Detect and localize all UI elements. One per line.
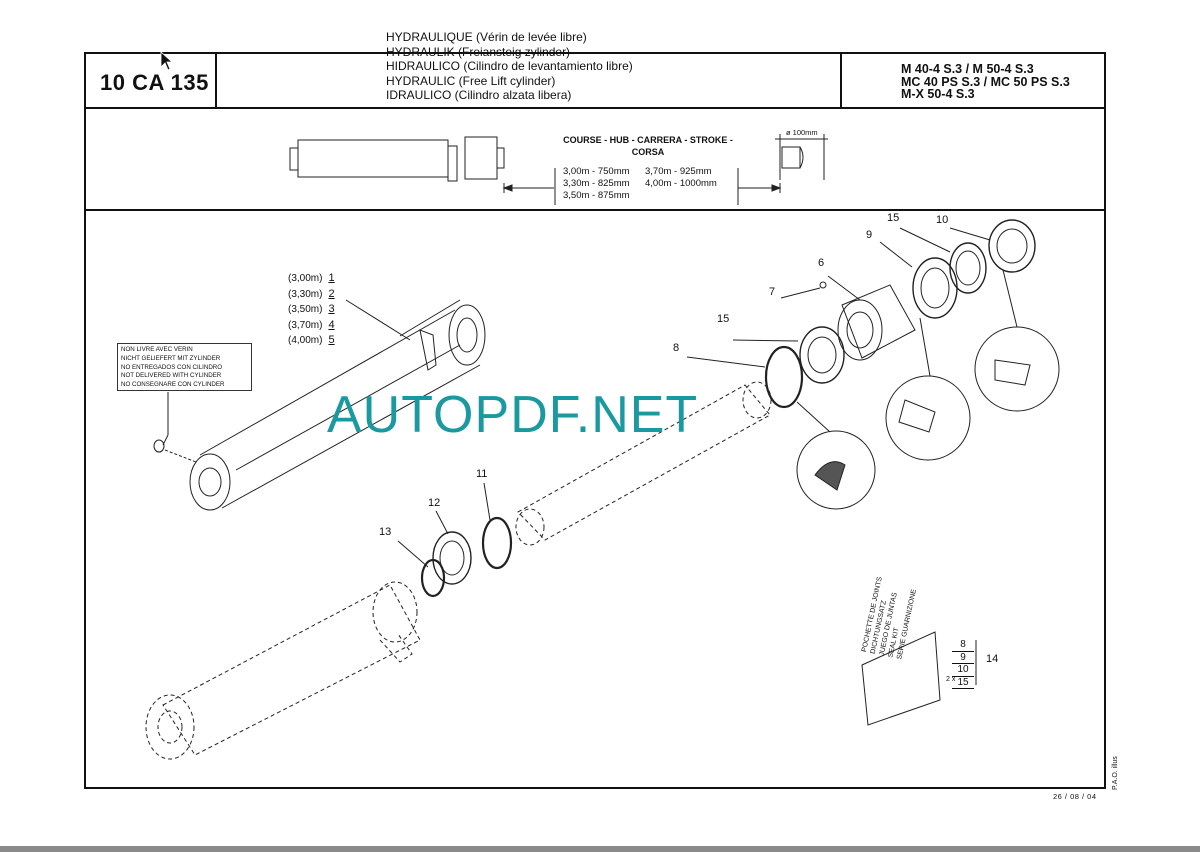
leader-lines: [345, 227, 991, 568]
part-number: 15: [887, 212, 900, 224]
part-number: 12: [428, 497, 441, 509]
note-line: NICHT GELIEFERT MIT ZYLINDER: [121, 354, 221, 362]
part-number: 6: [818, 257, 825, 269]
note-line: NO CONSEGNARE CON CYLINDER: [121, 381, 225, 389]
length-label: (3,70m): [288, 319, 323, 331]
stroke-title: COURSE - HUB - CARRERA - STROKE - CORSA: [563, 135, 733, 157]
part-number: 7: [769, 286, 776, 298]
viewer-bottom-bar: [0, 846, 1200, 852]
title-fr: HYDRAULIQUE (Vérin de levée libre): [386, 30, 587, 44]
part-number: 9: [866, 229, 873, 241]
stroke-value: 4,00m - 1000mm: [645, 178, 717, 189]
diameter-label: ø 100mm: [786, 128, 818, 137]
note-line: NON LIVRE AVEC VERIN: [121, 346, 193, 353]
kit-ref: 14: [986, 653, 999, 665]
part-number: 10: [936, 214, 949, 226]
seal-kit-items: 8 9 10 15: [952, 639, 974, 689]
kit-quantity: 2 x: [946, 676, 956, 683]
part-number: 11: [476, 468, 488, 480]
length-label: (3,00m): [288, 273, 323, 284]
model-line: M-X 50-4 S.3: [901, 87, 975, 101]
watermark: AUTOPDF.NET: [327, 386, 699, 444]
stroke-values: 3,00m - 750mm 3,70m - 925mm 3,30m - 825mm…: [563, 166, 717, 202]
stroke-value: 3,70m - 925mm: [645, 166, 712, 177]
header-divider: [840, 52, 842, 108]
detail-callouts: [796, 269, 1060, 510]
title-es: HIDRAULICO (Cilindro de levantamiento li…: [386, 59, 633, 74]
cylinder-tube-1-5: [189, 299, 486, 511]
model-line: MC 40 PS S.3 / MC 50 PS S.3: [901, 74, 1070, 89]
plug-fitting: [153, 392, 197, 463]
title-it: IDRAULICO (Cilindro alzata libera): [386, 88, 572, 103]
model-list: M 40-4 S.3 / M 50-4 S.3 MC 40 PS S.3 / M…: [901, 63, 1070, 101]
header-divider: [215, 52, 217, 108]
title-en: HYDRAULIC (Free Lift cylinder): [386, 73, 556, 88]
mouse-cursor-icon: [160, 51, 174, 71]
part-number: 4: [328, 318, 335, 331]
illus-credit: P.A.O. illus: [1112, 756, 1119, 790]
title-de: HYDRAULIK (Freiansteig zylinder): [386, 44, 571, 59]
length-variants: (3,00m) 1 (3,30m) 2 (3,50m) 3 (3,70m) 4 (4,0…: [288, 271, 335, 349]
stroke-value: 3,00m - 750mm: [563, 166, 630, 177]
model-line: M 40-4 S.3 / M 50-4 S.3: [901, 62, 1034, 76]
part-number: 13: [379, 526, 392, 538]
not-delivered-note: NON LIVRE AVEC VERIN NICHT GELIEFERT MIT…: [117, 343, 252, 391]
length-label: (3,30m): [288, 288, 323, 300]
part-number: 2: [328, 287, 335, 300]
title-block: HYDRAULIQUE (Vérin de levée libre) HYDRA…: [386, 30, 633, 103]
rod-assembly: [145, 381, 772, 760]
drawing-sheet: [84, 52, 1106, 789]
kit-item: 8: [952, 639, 974, 652]
part-number: 15: [717, 313, 730, 325]
note-line: NOT DELIVERED WITH CYLINDER: [121, 372, 222, 380]
page-code: 10 CA 135: [100, 70, 209, 95]
part-number: 1: [328, 272, 335, 284]
note-line: NO ENTREGADOS CON CILINDRO: [121, 363, 223, 371]
length-label: (3,50m): [288, 304, 323, 316]
kit-item: 10: [952, 664, 974, 677]
length-label: (4,00m): [288, 335, 323, 347]
part-number: 3: [328, 303, 335, 316]
stroke-value: 3,50m - 875mm: [563, 190, 630, 201]
part-number: 8: [673, 342, 680, 354]
stroke-cylinder-sketch: [289, 134, 828, 205]
header-divider: [84, 107, 1106, 109]
section-divider: [84, 209, 1106, 211]
kit-item: 9: [952, 652, 974, 664]
stroke-value: 3,30m - 825mm: [563, 178, 630, 189]
kit-item: 15: [952, 677, 974, 689]
part-number: 5: [328, 334, 335, 347]
seal-kit-card: [861, 631, 977, 726]
seal-rings: [420, 219, 1036, 598]
print-date: 26 / 08 / 04: [1053, 792, 1097, 801]
